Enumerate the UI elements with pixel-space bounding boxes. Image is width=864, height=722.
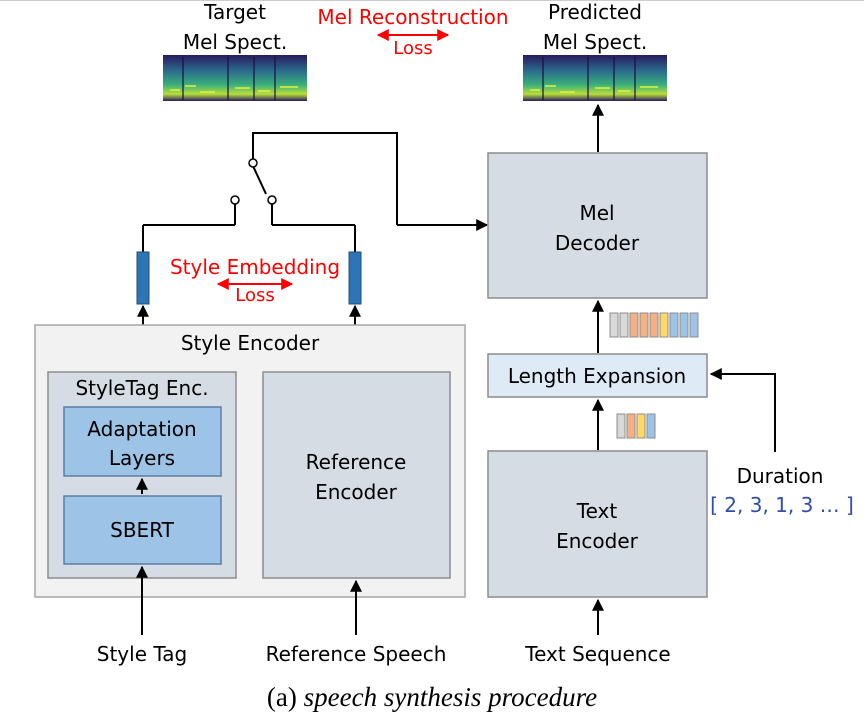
predicted-spectrogram: [523, 55, 667, 101]
switch-pivot: [248, 158, 258, 168]
length-expansion-label: Length Expansion: [508, 364, 686, 388]
mel-loss-label-line2: Loss: [393, 38, 432, 59]
adaptation-layers-box: [63, 406, 222, 477]
sbert-label: SBERT: [110, 518, 174, 542]
expanded-feature-tokens: [609, 312, 699, 338]
target-label-line1: Target: [203, 0, 266, 24]
mel-loss-label-line1: Mel Reconstruction: [317, 5, 508, 29]
input-style-tag: Style Tag: [97, 642, 187, 666]
length-expansion-box: [487, 353, 708, 398]
style-loss-label-line1: Style Embedding: [170, 255, 340, 279]
input-text-sequence: Text Sequence: [524, 642, 670, 666]
adaptation-label-line2: Layers: [109, 446, 175, 470]
text-encoder-label-line1: Text: [576, 499, 618, 523]
style-encoder-title: Style Encoder: [181, 331, 320, 355]
duration-label: Duration: [737, 464, 824, 488]
target-label-line2: Mel Spect.: [183, 30, 287, 54]
reference-encoder-label-line1: Reference: [306, 450, 407, 474]
text-encoder-label-line2: Encoder: [556, 529, 639, 553]
switch: [142, 132, 489, 252]
style-loss-label-line2: Loss: [235, 285, 274, 306]
caption-prefix: (a): [267, 682, 304, 712]
style-embedding-bar-left: [136, 251, 150, 305]
switch-contact-right: [267, 195, 277, 205]
duration-values: [ 2, 3, 1, 3 … ]: [710, 493, 854, 517]
reference-encoder-box: [262, 371, 451, 579]
mel-decoder-box: [487, 152, 708, 299]
text-feature-tokens: [616, 413, 656, 439]
sbert-box: [63, 495, 222, 565]
mel-decoder-label-line1: Mel: [579, 201, 614, 225]
predicted-label-line1: Predicted: [548, 0, 642, 24]
reference-encoder-label-line2: Encoder: [315, 480, 398, 504]
adaptation-label-line1: Adaptation: [87, 417, 196, 441]
figure-caption: (a) speech synthesis procedure: [267, 682, 597, 712]
text-encoder-box: [487, 450, 708, 598]
target-spectrogram: [163, 55, 307, 101]
caption-text: speech synthesis procedure: [304, 682, 597, 712]
style-embedding-bar-right: [348, 251, 362, 305]
switch-contact-left: [230, 195, 240, 205]
arrow-duration-to-expansion: [709, 368, 776, 452]
input-reference-speech: Reference Speech: [266, 642, 447, 666]
mel-decoder-label-line2: Decoder: [555, 231, 640, 255]
predicted-label-line2: Mel Spect.: [543, 30, 647, 54]
styletag-encoder-title: StyleTag Enc.: [75, 376, 208, 400]
